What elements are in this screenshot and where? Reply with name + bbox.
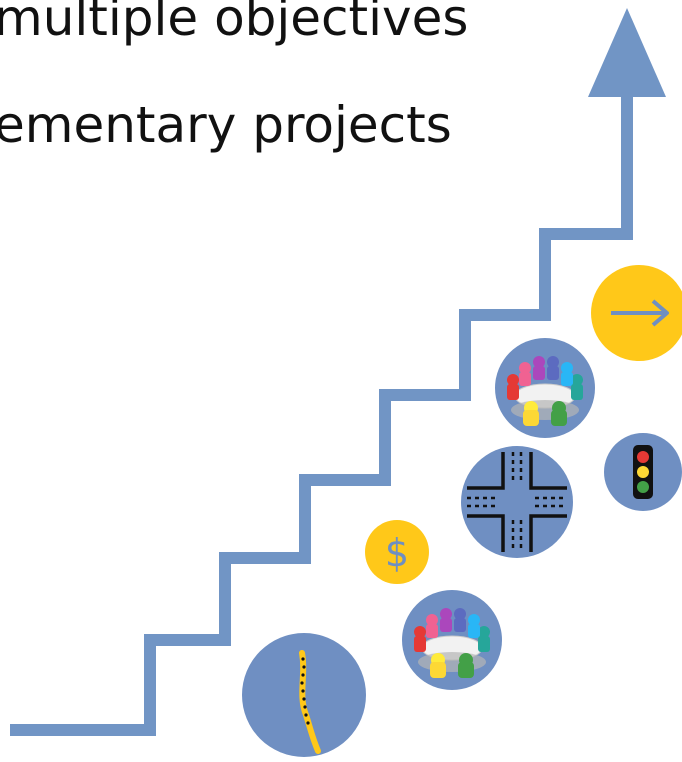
headline-line-2: ementary projects: [0, 96, 452, 154]
intersection-icon: [461, 446, 573, 558]
route-map-icon: [242, 633, 366, 757]
headline-line-1: multiple objectives: [0, 0, 469, 47]
staircase-arrow: [10, 8, 666, 736]
dollar-icon: $: [365, 520, 429, 584]
team-meeting-icon: [495, 338, 595, 438]
dollar-symbol: $: [385, 531, 409, 575]
team-meeting-icon: [402, 590, 502, 690]
arrow-head-icon: [588, 8, 666, 97]
traffic-light-icon: [604, 433, 682, 511]
right-arrow-icon: [591, 265, 682, 361]
